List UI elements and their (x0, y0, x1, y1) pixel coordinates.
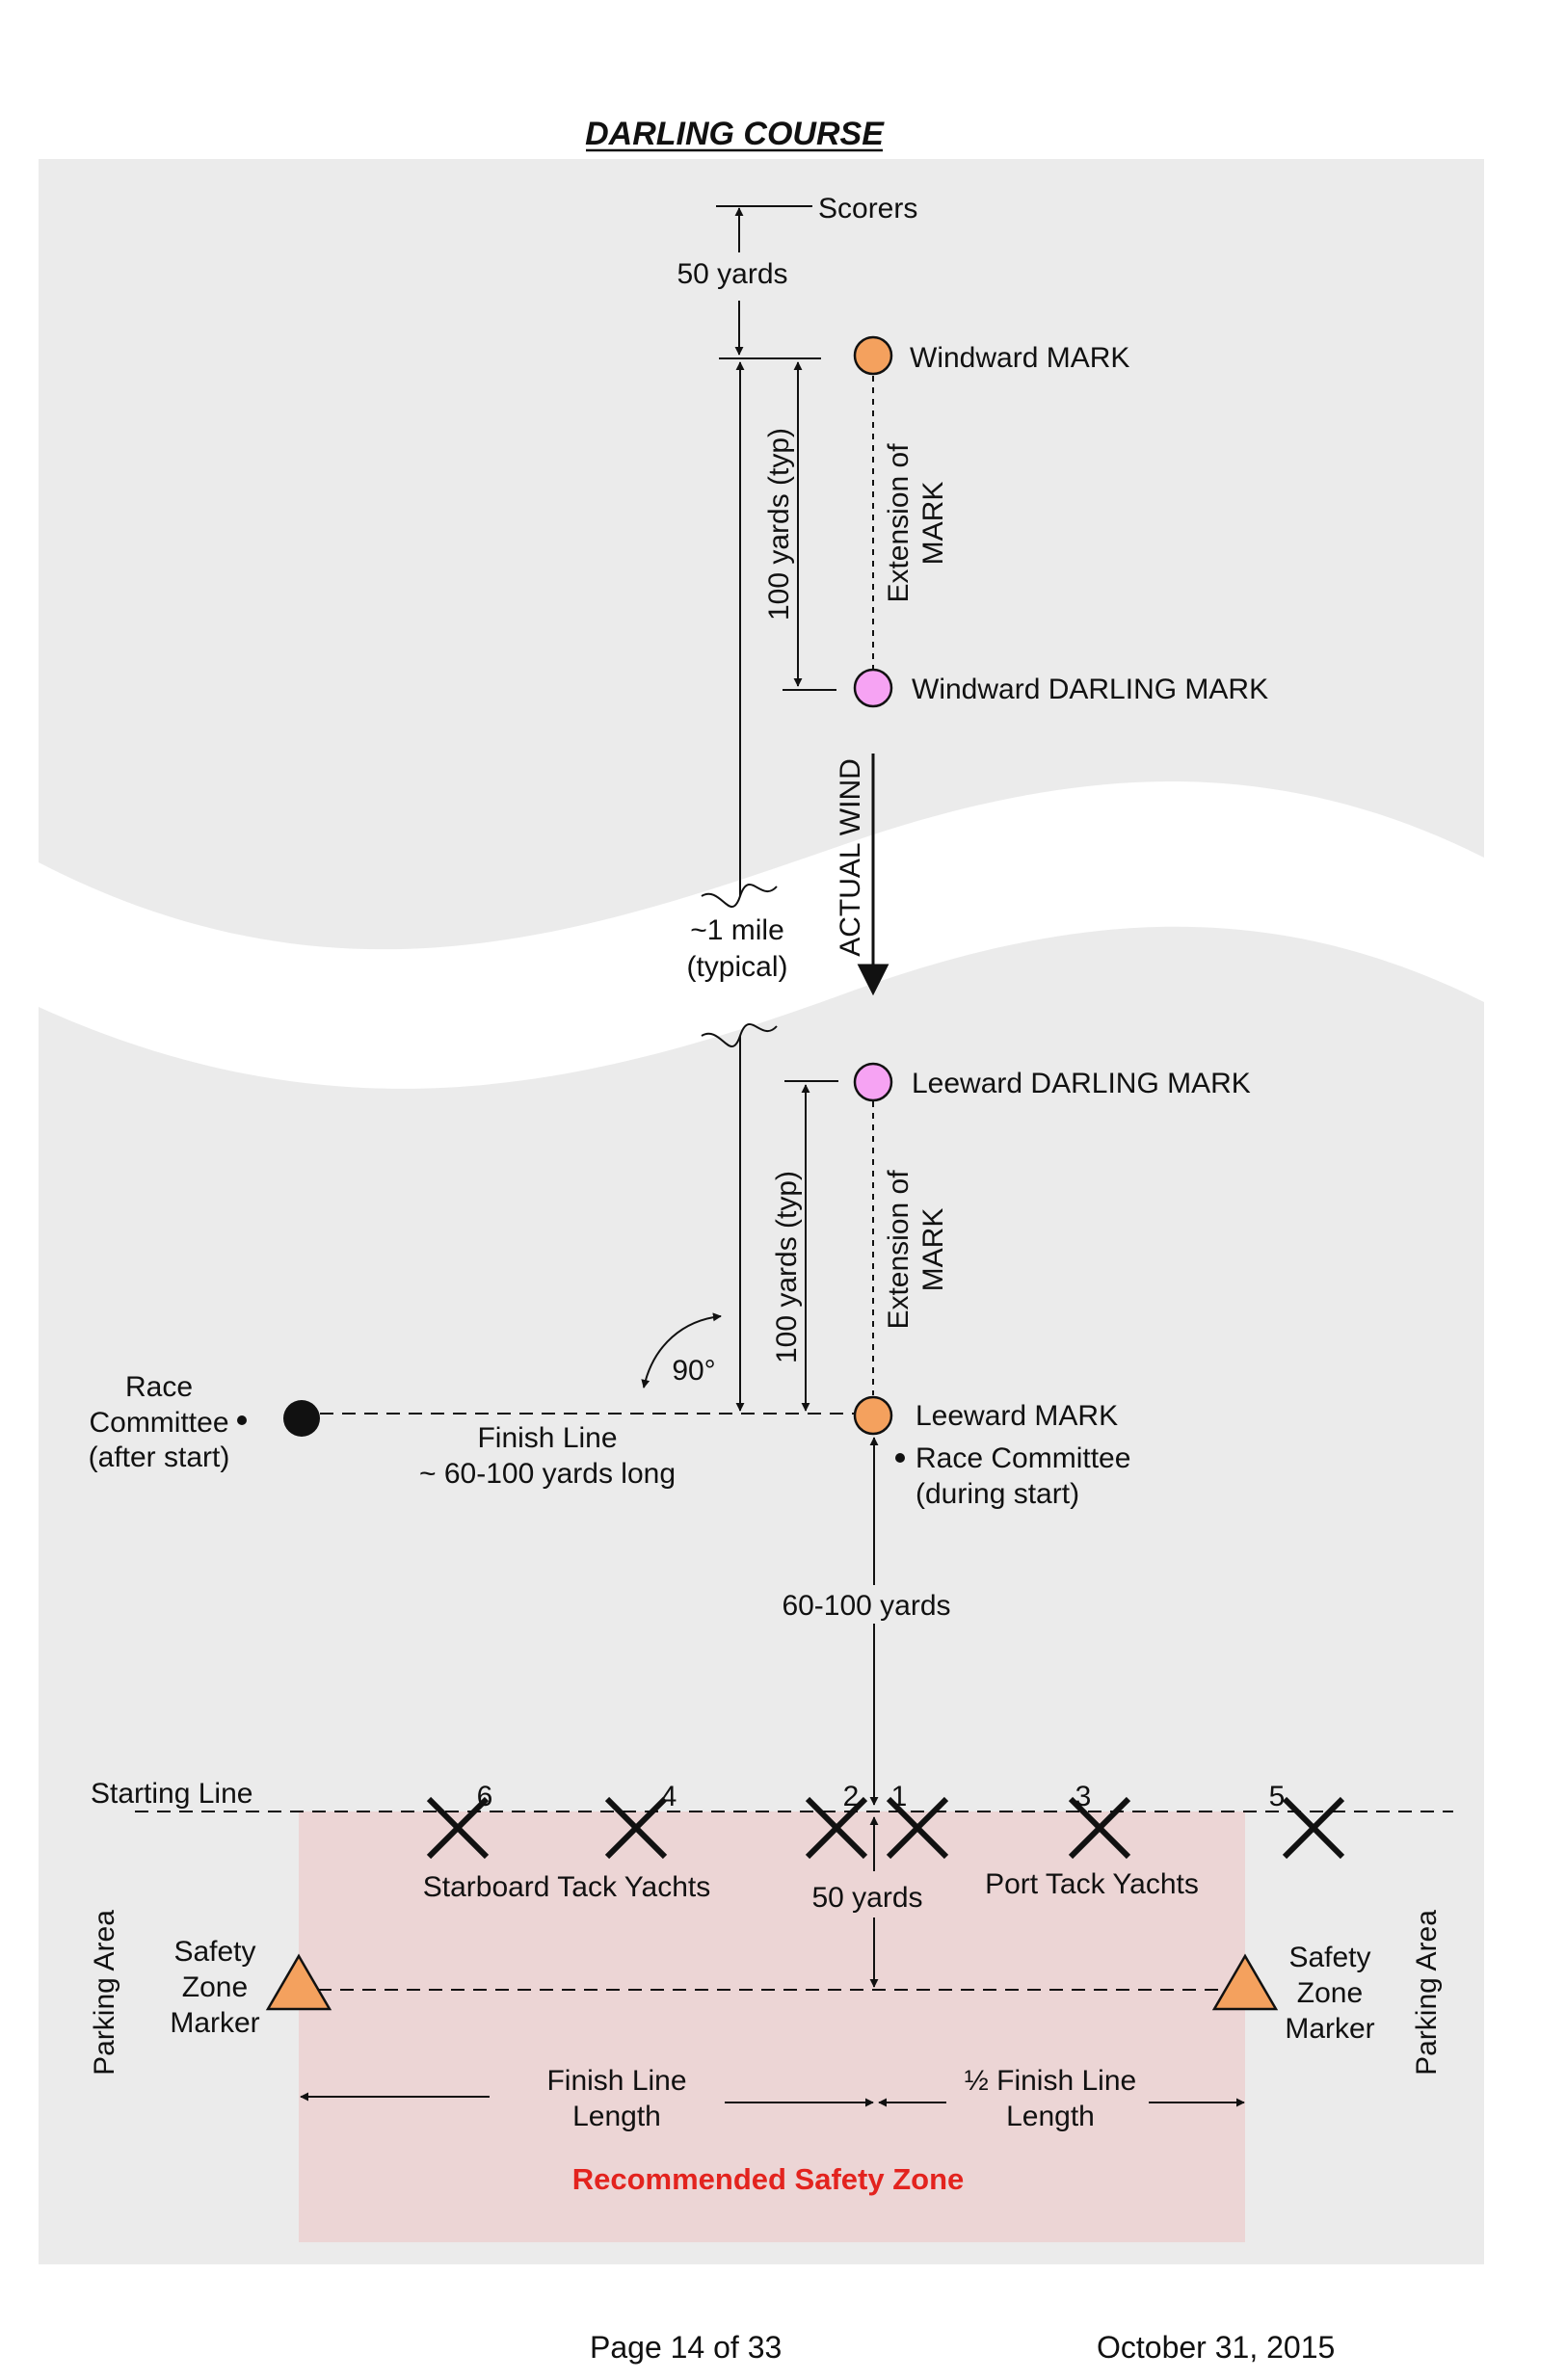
angle-90-arc (641, 1312, 722, 1388)
port-tack-label: Port Tack Yachts (985, 1868, 1199, 1900)
finish-length-label-2: Length (572, 2101, 661, 2132)
yacht-3-number: 3 (1075, 1781, 1092, 1812)
parking-area-right: Parking Area (1411, 1910, 1443, 2076)
diagram-title: DARLING COURSE (585, 116, 885, 152)
half-finish-length-label-2: Length (1006, 2101, 1095, 2132)
typ-100-lower-label: 100 yards (typ) (771, 1171, 803, 1363)
yacht-4 (604, 1796, 668, 1860)
half-finish-length-label-1: ½ Finish Line (965, 2065, 1136, 2097)
yacht-5 (1282, 1796, 1345, 1860)
windward-darling-mark (853, 668, 893, 708)
finish-line-label-1: Finish Line (477, 1422, 617, 1454)
race-committee-after-label-3: (after start) (89, 1441, 230, 1473)
scorers-label: Scorers (818, 193, 917, 225)
extension-lower-label-2: MARK (917, 1208, 949, 1292)
leeward-mark-label: Leeward MARK (916, 1400, 1118, 1432)
typ-100-upper-label: 100 yards (typ) (763, 428, 795, 621)
dim-60-100-label-bg (777, 1585, 969, 1624)
yacht-5-number: 5 (1269, 1781, 1286, 1812)
yacht-2-number: 2 (843, 1781, 860, 1812)
safety-zone-area (299, 1811, 1245, 2242)
starboard-tack-label: Starboard Tack Yachts (423, 1871, 711, 1903)
safety-marker-right-label-1: Safety (1288, 1942, 1370, 1973)
yacht-1 (886, 1796, 949, 1860)
windward-mark-label: Windward MARK (910, 342, 1129, 374)
safety-zone-label: Recommended Safety Zone (572, 2162, 965, 2196)
extension-lower-label-1: Extension of (883, 1170, 915, 1330)
extension-upper-label-1: Extension of (883, 443, 915, 603)
dim-50-top-label: 50 yards (677, 258, 787, 290)
race-committee-during-dot (895, 1453, 905, 1463)
starting-line-label: Starting Line (91, 1778, 252, 1810)
race-committee-during-label-2: (during start) (916, 1478, 1079, 1510)
footer-page-number: Page 14 of 33 (590, 2330, 783, 2365)
yacht-4-number: 4 (661, 1781, 677, 1812)
dim-60-100-label: 60-100 yards (782, 1590, 950, 1622)
footer-date: October 31, 2015 (1097, 2330, 1336, 2365)
windward-darling-mark-label: Windward DARLING MARK (912, 674, 1268, 705)
safety-marker-left-label-1: Safety (173, 1936, 255, 1968)
parking-area-left: Parking Area (89, 1910, 120, 2076)
leeward-darling-mark (853, 1062, 893, 1102)
leeward-mark (853, 1395, 893, 1436)
yacht-3 (1068, 1796, 1131, 1860)
yacht-6 (426, 1796, 490, 1860)
actual-wind-label: ACTUAL WIND (835, 758, 866, 957)
finish-length-label-1: Finish Line (546, 2065, 686, 2097)
safety-marker-left-label-3: Marker (170, 2007, 259, 2039)
leeward-darling-mark-label: Leeward DARLING MARK (912, 1068, 1251, 1099)
race-committee-boat (283, 1400, 320, 1437)
safety-marker-right-label-3: Marker (1285, 2013, 1374, 2045)
dim-50-bottom-label: 50 yards (811, 1882, 922, 1914)
safety-marker-right (1211, 1953, 1279, 2011)
one-mile-label-2: (typical) (686, 951, 787, 983)
angle-90-label: 90° (672, 1355, 715, 1387)
extension-upper-label-2: MARK (917, 482, 949, 566)
safety-marker-right-label-2: Zone (1297, 1977, 1363, 2009)
yacht-1-number: 1 (891, 1781, 908, 1812)
race-committee-after-dot (237, 1415, 247, 1425)
race-committee-after-label-2: Committee (89, 1407, 228, 1439)
windward-mark (853, 335, 893, 376)
break-squiggle-top (701, 884, 778, 908)
safety-marker-left-label-2: Zone (182, 1971, 248, 2003)
course-break-wave (39, 781, 1484, 1089)
finish-line-label-2: ~ 60-100 yards long (419, 1458, 676, 1490)
race-committee-during-label-1: Race Committee (916, 1442, 1130, 1474)
yacht-2 (805, 1796, 868, 1860)
yacht-6-number: 6 (477, 1781, 493, 1812)
safety-marker-left (265, 1953, 332, 2011)
race-committee-after-label-1: Race (125, 1371, 193, 1403)
one-mile-label-1: ~1 mile (690, 914, 784, 946)
